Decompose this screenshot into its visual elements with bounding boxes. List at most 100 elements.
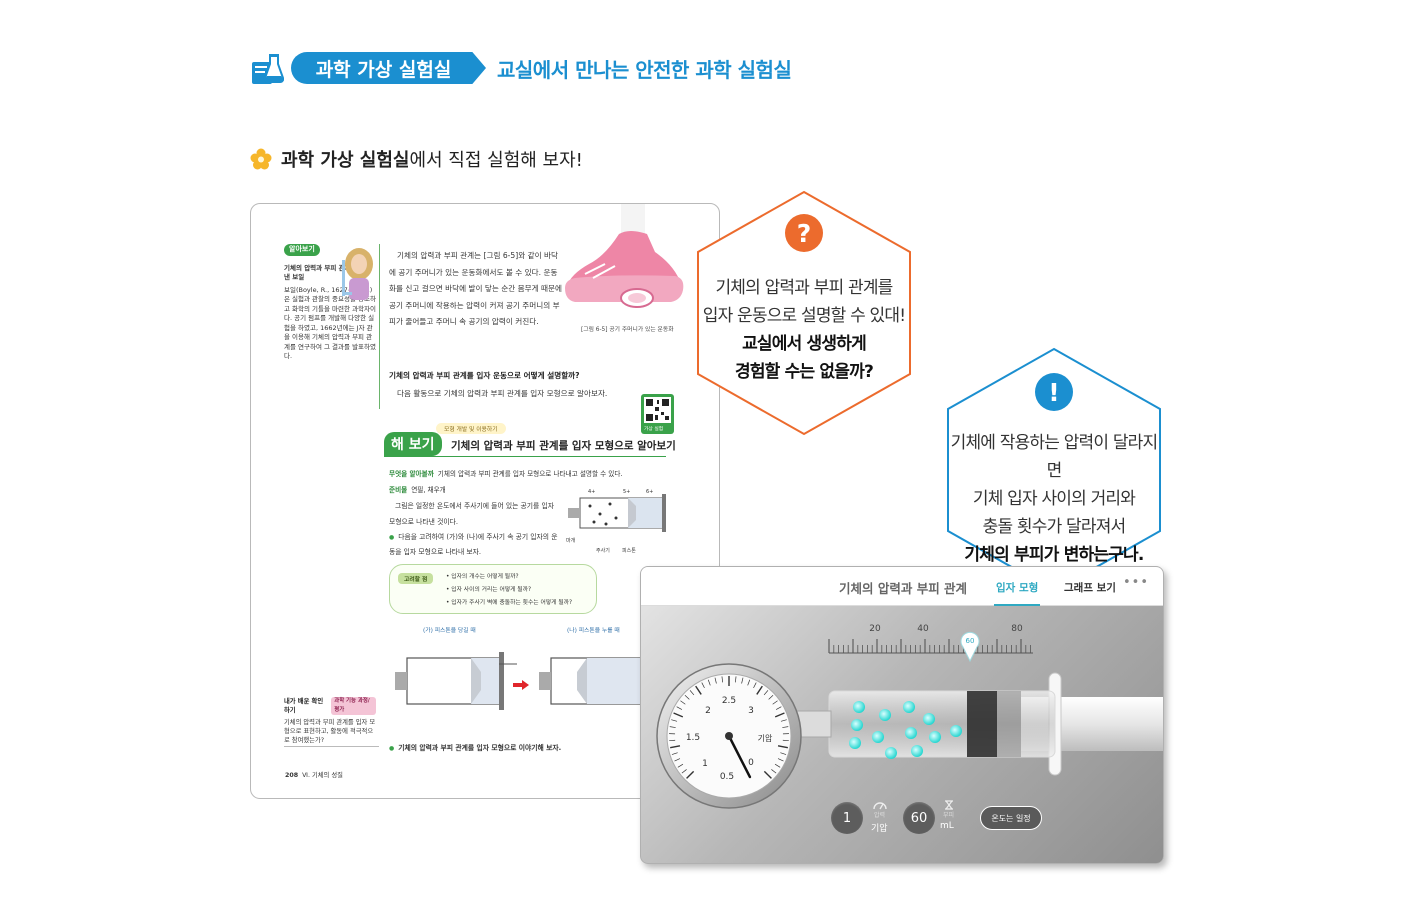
instruction-bold: 과학 가상 실험실: [281, 150, 410, 171]
gauge-tick-mark: [775, 706, 782, 710]
gas-particle: [885, 747, 897, 759]
question-bubble: ? 기체의 압력과 부피 관계를 입자 운동으로 설명할 수 있대! 교실에서 …: [694, 190, 914, 436]
exclamation-icon: !: [1035, 373, 1073, 411]
gas-particle: [923, 713, 935, 725]
activity-tag: 모형 개발 및 이용하기: [436, 423, 506, 434]
gas-particle: [872, 731, 884, 743]
self-check-line: [284, 746, 379, 747]
volume-icon: [945, 800, 953, 810]
syringe-mark-6: 6+: [646, 489, 653, 495]
answer-bubble: ! 기체에 작용하는 압력이 달라지면 기체 입자 사이의 거리와 충돌 횟수가…: [944, 347, 1164, 593]
gauge-tick-mark: [777, 745, 788, 749]
sidebar-divider: [379, 244, 380, 409]
gauge-tick-mark: [671, 719, 678, 722]
app-title: 기체의 압력과 부피 관계: [839, 581, 968, 596]
consideration-list: 입자의 개수는 어떻게 될까? 입자 사이의 거리는 어떻게 될까? 입자가 주…: [446, 571, 572, 610]
page-chapter: Ⅵ. 기체의 성질: [302, 772, 343, 779]
activity-divider: [384, 456, 666, 457]
panel-a-label: (가) 피스톤을 당길 때: [423, 628, 476, 634]
gauge-tick-mark: [714, 677, 717, 684]
gas-particles: [849, 701, 962, 759]
gauge-tick-mark: [777, 758, 784, 762]
gauge-tick-mark: [680, 700, 686, 705]
gauge-tick-mark: [774, 763, 781, 768]
answer-line-3: 충돌 횟수가 달라져서: [982, 517, 1127, 537]
consideration-item: 입자가 주사기 벽에 충돌하는 횟수는 어떻게 될까?: [446, 597, 572, 610]
gas-particle: [929, 731, 941, 743]
gas-particle: [905, 727, 917, 739]
gauge-tick-mark: [734, 676, 737, 683]
gauge-unit: 기압: [758, 734, 773, 743]
cylinder-diagram-a: [395, 652, 517, 710]
gas-particle: [853, 701, 865, 713]
cylinder-diagram-b: [539, 657, 645, 705]
activity-bullet: 다음을 고려하여 (가)와 (나)에 주사기 속 공기 입자의 운동을 입자 모…: [389, 530, 559, 559]
sidebar-heading: 기체의 압력과 부피 관계를 알아낸 보일: [284, 263, 371, 282]
gas-particle: [851, 719, 863, 731]
answer-bold-1: 기체의 부피가 변하는구나.: [964, 545, 1144, 565]
gauge-tick-mark: [747, 679, 751, 686]
sidebar-badge-label: 알아보기: [289, 245, 315, 253]
intro-paragraph: 기체의 압력과 부피 관계는 [그림 6-5]와 같이 바닥에 공기 주머니가 …: [389, 251, 563, 326]
consideration-box: 고려할 점 입자의 개수는 어떻게 될까? 입자 사이의 거리는 어떻게 될까?…: [389, 564, 597, 614]
more-options-icon[interactable]: •••: [1122, 575, 1149, 590]
temperature-constant-button[interactable]: 온도는 일정: [980, 806, 1042, 830]
guiding-question: 기체의 압력과 부피 관계를 입자 운동으로 어떻게 설명할까?: [389, 371, 580, 380]
gauge-tick-mark: [768, 695, 774, 700]
gauge-tick-mark: [771, 769, 777, 774]
gauge-tick-mark: [741, 677, 744, 684]
gauge-tick-mark: [671, 752, 678, 755]
gauge-tick-mark: [670, 745, 681, 749]
gas-particle: [950, 725, 962, 737]
discussion-bullet: 기체의 압력과 부피 관계를 입자 모형으로 이야기해 보자.: [389, 742, 561, 752]
volume-marker-pin[interactable]: 60: [960, 631, 980, 663]
question-hexagon-shape: [697, 190, 911, 436]
gauge-tick-mark: [669, 726, 676, 728]
gauge-tick-mark: [681, 769, 687, 774]
gauge-tick-mark: [780, 752, 787, 755]
question-line-1: 기체의 압력과 부피 관계를: [715, 278, 893, 298]
gauge-tick-mark: [684, 695, 690, 700]
pressure-gauge-icon: [873, 802, 887, 810]
activity-paragraph: 그림은 일정한 온도에서 주사기에 들어 있는 공기를 입자 모형으로 나타낸 …: [389, 502, 554, 526]
question-bold-2: 경험할 수는 없을까?: [734, 362, 874, 382]
gauge-tick-0: 0: [748, 758, 754, 768]
syringe-piston[interactable]: [967, 691, 997, 757]
gauge-tick-mark: [686, 770, 695, 779]
question-text: 기체의 압력과 부피 관계를 입자 운동으로 설명할 수 있대! 교실에서 생생…: [694, 274, 914, 386]
qr-label: 가상 실험: [644, 427, 664, 432]
question-bold-1: 교실에서 생생하게: [742, 334, 867, 354]
goal-text: 기체의 압력과 부피 관계를 입자 모형으로 나타내고 설명할 수 있다.: [437, 470, 623, 478]
pressure-icon-label: 압력: [874, 812, 886, 819]
qr-code-icon[interactable]: [641, 394, 674, 434]
gauge-tick-mark: [753, 682, 757, 689]
gauge-tick-1-5: 1.5: [686, 733, 700, 743]
volume-unit: mL: [940, 821, 954, 831]
scientist-portrait-icon: [342, 248, 373, 300]
gauge-tick-3: 3: [748, 706, 754, 716]
guiding-question-sub: 다음 활동으로 기체의 압력과 부피 관계를 입자 모형으로 알아보자.: [397, 389, 608, 398]
gauge-tick-mark: [763, 690, 769, 696]
flask-book-icon: [252, 54, 284, 84]
gauge-tick-2: 2: [705, 706, 711, 716]
shoe-caption: [그림 6-5] 공기 주머니가 있는 운동화: [581, 327, 674, 333]
syringe-label-cap: 마개: [566, 537, 576, 544]
ruler-label-20: 20: [869, 624, 881, 634]
gauge-needle: [727, 734, 752, 779]
tab-particle-model[interactable]: 입자 모형: [993, 582, 1041, 606]
gauge-tick-mark: [707, 679, 711, 686]
answer-line-2: 기체 입자 사이의 거리와: [972, 489, 1136, 509]
materials-label: 준비물: [389, 486, 408, 494]
self-check-title: 내가 배운 확인하기: [284, 698, 324, 714]
syringe-diagram: 4+ 5+ 6+ 마개 주사기 피스톤: [566, 489, 666, 554]
volume-value: 60: [903, 802, 935, 834]
tab-graph-view[interactable]: 그래프 보기: [1064, 582, 1116, 594]
gas-particle: [911, 745, 923, 757]
self-check-tag: 과학 기능 과정/평가: [331, 697, 376, 715]
materials-text: 연필, 채우개: [411, 486, 446, 494]
page-number: 208: [285, 772, 299, 779]
pressure-gauge: 2 2.5 3 1.5 1 0.5 0 기압: [656, 663, 802, 809]
